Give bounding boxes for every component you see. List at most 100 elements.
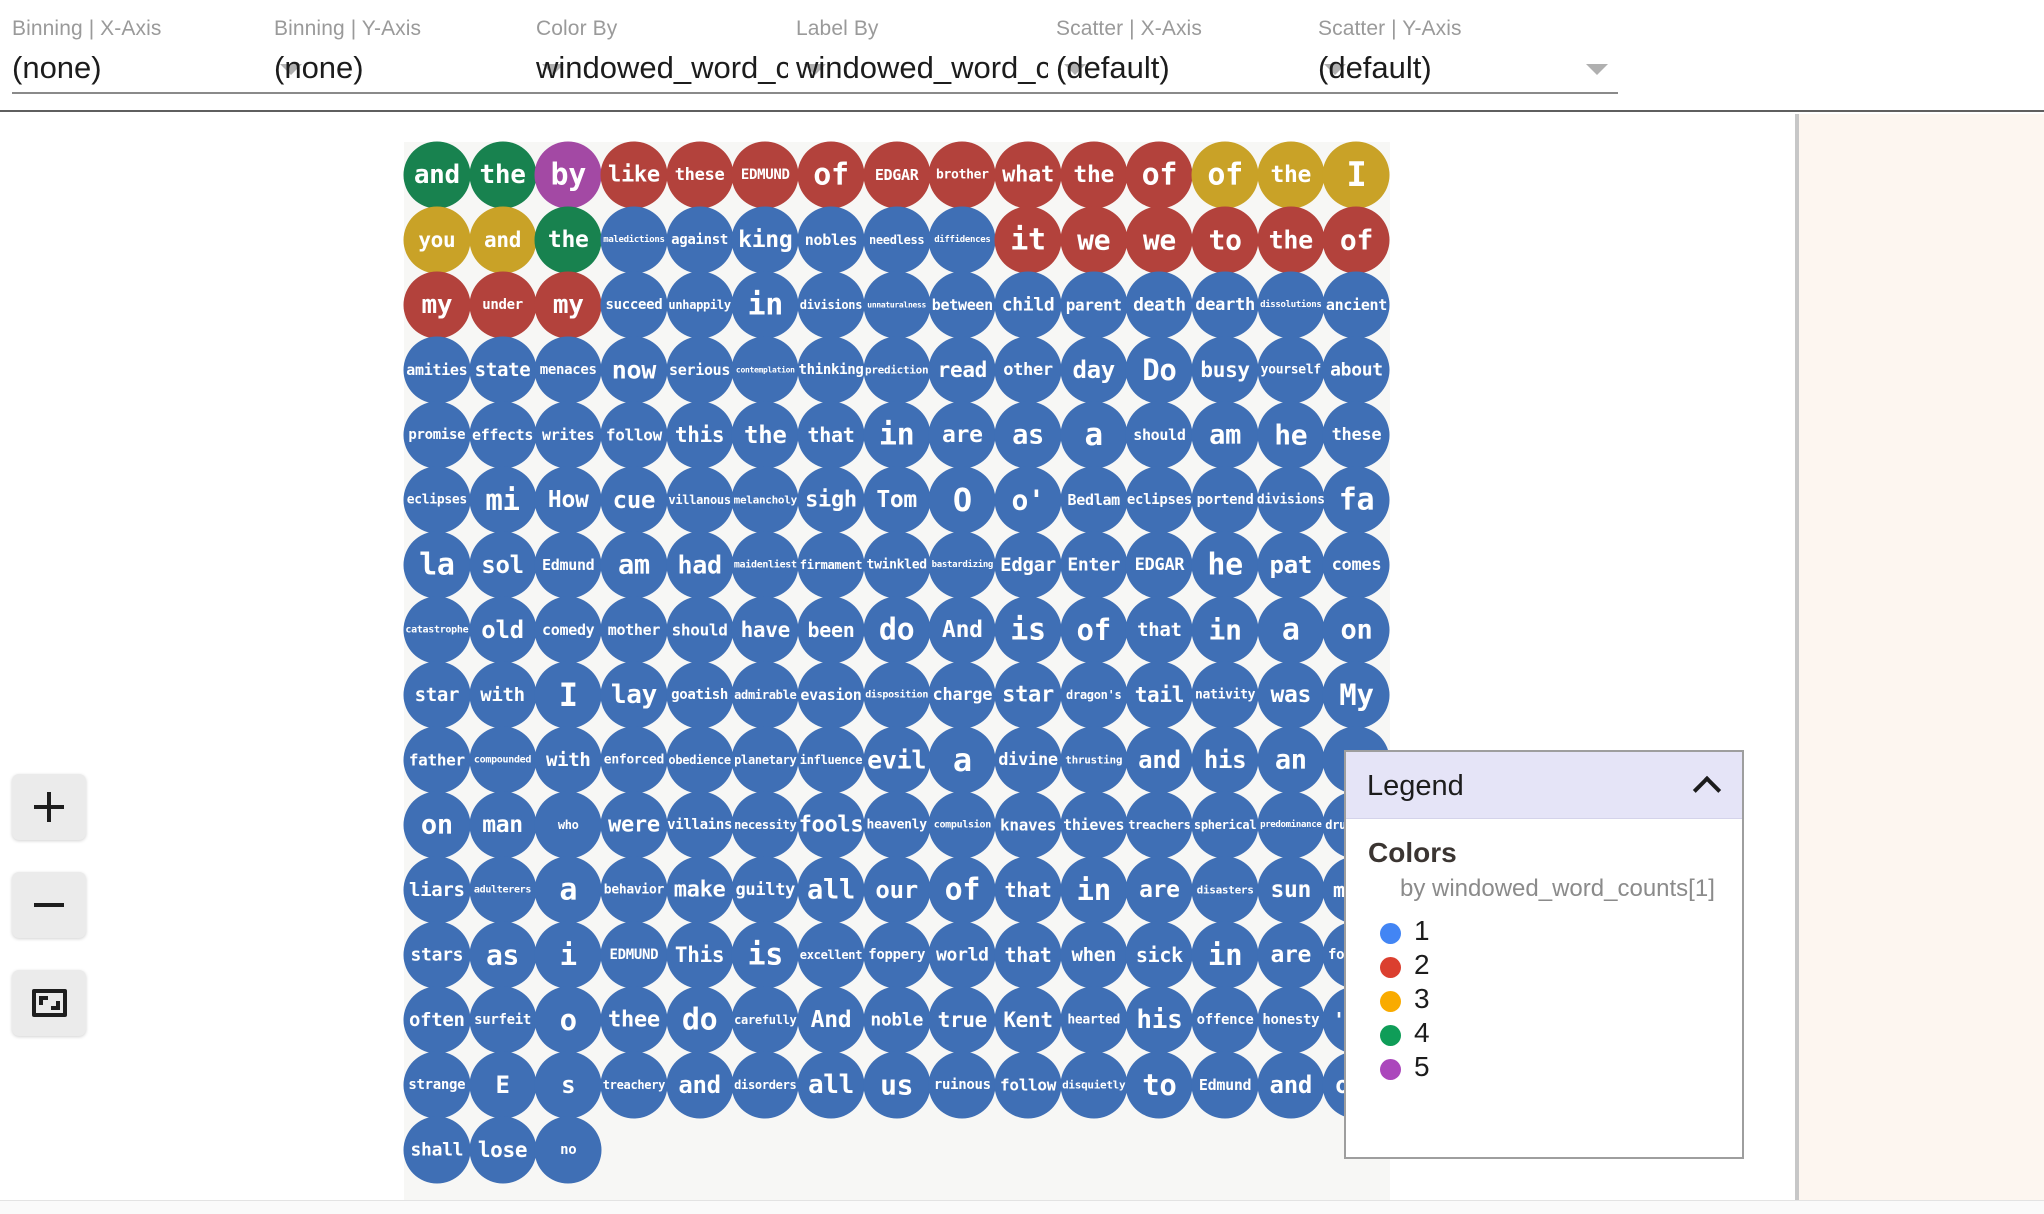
- bubble[interactable]: his: [1125, 986, 1193, 1053]
- bubble[interactable]: sol: [469, 531, 537, 598]
- bubble[interactable]: evil: [863, 726, 931, 793]
- bubble[interactable]: strange: [403, 1051, 471, 1118]
- bubble[interactable]: between: [928, 271, 996, 338]
- label-by-field[interactable]: windowed_word_counts: [796, 50, 1096, 94]
- bubble[interactable]: father: [403, 726, 471, 793]
- bubble[interactable]: tail: [1125, 661, 1193, 728]
- bubble[interactable]: thee: [600, 986, 668, 1053]
- chevron-down-icon[interactable]: [804, 64, 826, 75]
- bubble[interactable]: world: [928, 921, 996, 988]
- bubble[interactable]: E: [469, 1051, 537, 1118]
- bubble[interactable]: a: [534, 856, 602, 923]
- bubble[interactable]: stars: [403, 921, 471, 988]
- bubble[interactable]: pat: [1257, 531, 1325, 598]
- bubble[interactable]: villanous: [666, 466, 734, 533]
- bubble[interactable]: do: [863, 596, 931, 663]
- bubble[interactable]: you: [403, 206, 471, 273]
- bubble[interactable]: portend: [1191, 466, 1259, 533]
- bubble[interactable]: who: [534, 791, 602, 858]
- bubble[interactable]: disasters: [1191, 856, 1259, 923]
- control-binning-y-axis[interactable]: Binning | Y-Axis(none): [274, 18, 574, 94]
- bubble[interactable]: promise: [403, 401, 471, 468]
- bubble[interactable]: lose: [469, 1116, 537, 1183]
- bubble[interactable]: his: [1191, 726, 1259, 793]
- bubble[interactable]: thrusting: [1060, 726, 1128, 793]
- bubble[interactable]: of: [1191, 141, 1259, 208]
- bubble[interactable]: effects: [469, 401, 537, 468]
- bubble[interactable]: EDGAR: [863, 141, 931, 208]
- bubble[interactable]: on: [1322, 596, 1390, 663]
- bubble[interactable]: ancient: [1322, 271, 1390, 338]
- bubble[interactable]: catastrophe: [403, 596, 471, 663]
- bubble[interactable]: in: [1191, 596, 1259, 663]
- bubble[interactable]: we: [1125, 206, 1193, 273]
- bubble[interactable]: that: [797, 401, 865, 468]
- bubble[interactable]: sick: [1125, 921, 1193, 988]
- zoom-in-button[interactable]: [12, 774, 86, 840]
- bubble[interactable]: nativity: [1191, 661, 1259, 728]
- bubble[interactable]: we: [1060, 206, 1128, 273]
- bubble[interactable]: guilty: [731, 856, 799, 923]
- bubble[interactable]: old: [469, 596, 537, 663]
- binning-y-axis-field[interactable]: (none): [274, 50, 574, 94]
- bubble[interactable]: behavior: [600, 856, 668, 923]
- bubble[interactable]: disposition: [863, 661, 931, 728]
- bubble[interactable]: a: [1060, 401, 1128, 468]
- bubble[interactable]: that: [1125, 596, 1193, 663]
- bubble[interactable]: and: [666, 1051, 734, 1118]
- bubble[interactable]: an: [1257, 726, 1325, 793]
- bubble[interactable]: knaves: [994, 791, 1062, 858]
- fit-to-screen-button[interactable]: [12, 970, 86, 1036]
- bubble[interactable]: about: [1322, 336, 1390, 403]
- bubble[interactable]: unnaturalness: [863, 271, 931, 338]
- bubble[interactable]: was: [1257, 661, 1325, 728]
- bubble[interactable]: EDMUND: [731, 141, 799, 208]
- bubble[interactable]: of: [1060, 596, 1128, 663]
- bubble[interactable]: under: [469, 271, 537, 338]
- bubble[interactable]: a: [928, 726, 996, 793]
- legend-panel[interactable]: Legend Colors by windowed_word_counts[1]…: [1344, 750, 1744, 1159]
- legend-item[interactable]: 2: [1380, 949, 1742, 985]
- bubble[interactable]: no: [534, 1116, 602, 1183]
- bubble[interactable]: brother: [928, 141, 996, 208]
- bubble[interactable]: maledictions: [600, 206, 668, 273]
- bubble[interactable]: these: [1322, 401, 1390, 468]
- bubble[interactable]: been: [797, 596, 865, 663]
- bubble[interactable]: am: [1191, 401, 1259, 468]
- bubble[interactable]: day: [1060, 336, 1128, 403]
- chevron-down-icon[interactable]: [1324, 64, 1346, 75]
- bubble[interactable]: as: [469, 921, 537, 988]
- bubble[interactable]: follow: [600, 401, 668, 468]
- bubble[interactable]: do: [666, 986, 734, 1053]
- bubble[interactable]: hearted: [1060, 986, 1128, 1053]
- bubble[interactable]: serious: [666, 336, 734, 403]
- bubble[interactable]: Bedlam: [1060, 466, 1128, 533]
- bubble[interactable]: eclipses: [1125, 466, 1193, 533]
- bubble[interactable]: O: [928, 466, 996, 533]
- bubble[interactable]: now: [600, 336, 668, 403]
- bubble[interactable]: admirable: [731, 661, 799, 728]
- bubble[interactable]: read: [928, 336, 996, 403]
- bubble[interactable]: this: [666, 401, 734, 468]
- bubble[interactable]: cue: [600, 466, 668, 533]
- bubble[interactable]: carefully: [731, 986, 799, 1053]
- legend-item[interactable]: 4: [1380, 1017, 1742, 1053]
- bubble[interactable]: our: [863, 856, 931, 923]
- bubble[interactable]: mi: [469, 466, 537, 533]
- bubble[interactable]: all: [797, 856, 865, 923]
- bubble[interactable]: all: [797, 1051, 865, 1118]
- bubble[interactable]: king: [731, 206, 799, 273]
- bubble[interactable]: the: [534, 206, 602, 273]
- bubble[interactable]: death: [1125, 271, 1193, 338]
- bubble[interactable]: in: [731, 271, 799, 338]
- bubble[interactable]: amities: [403, 336, 471, 403]
- bubble[interactable]: disquietly: [1060, 1051, 1128, 1118]
- bubble[interactable]: busy: [1191, 336, 1259, 403]
- bubble[interactable]: of: [797, 141, 865, 208]
- legend-item[interactable]: 5: [1380, 1051, 1742, 1087]
- bubble[interactable]: And: [797, 986, 865, 1053]
- bubble[interactable]: the: [1060, 141, 1128, 208]
- bubble[interactable]: s: [534, 1051, 602, 1118]
